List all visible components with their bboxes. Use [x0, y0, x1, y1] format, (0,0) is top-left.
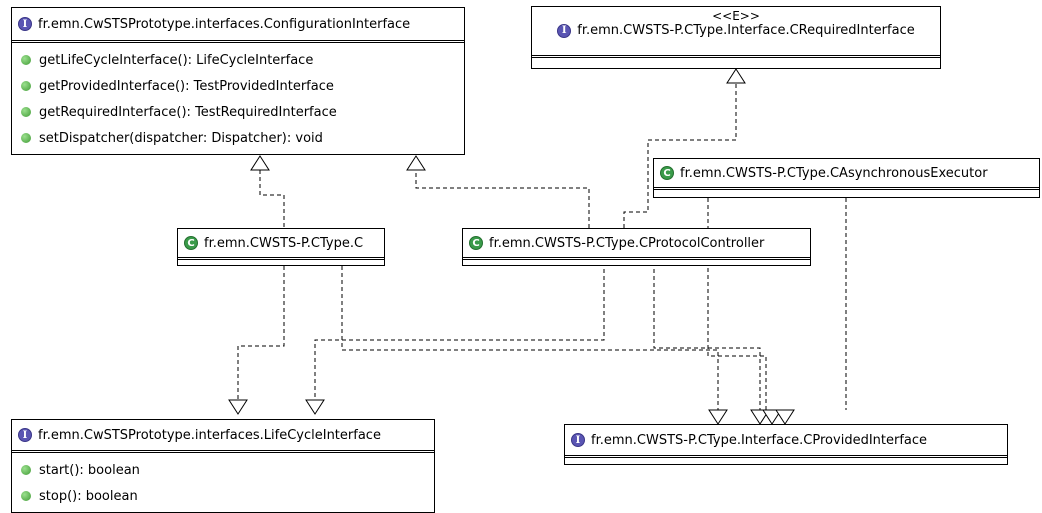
lifecycle-interface-header: I fr.emn.CwSTSPrototype.interfaces.LifeC…: [12, 420, 434, 453]
asynchronous-executor-box[interactable]: C fr.emn.CWSTS-P.CType.CAsynchronousExec…: [653, 158, 1040, 198]
lifecycle-interface-box[interactable]: I fr.emn.CwSTSPrototype.interfaces.LifeC…: [11, 419, 435, 513]
method-item[interactable]: getRequiredInterface(): TestRequiredInte…: [12, 99, 464, 125]
class-icon: C: [469, 236, 483, 250]
configuration-interface-box[interactable]: I fr.emn.CwSTSPrototype.interfaces.Confi…: [11, 7, 465, 155]
public-method-icon: [21, 491, 31, 501]
method-item[interactable]: stop(): boolean: [12, 483, 434, 509]
edge-protocolcontroller-to-lifecycle: [314, 262, 605, 400]
interface-icon: I: [18, 428, 32, 442]
provided-interface-title: fr.emn.CWSTS-P.CType.Interface.CProvided…: [591, 432, 928, 448]
edge-protocolcontroller-to-provided: [653, 262, 761, 410]
arrowhead-provided-3: [762, 409, 782, 425]
configuration-interface-title: fr.emn.CwSTSPrototype.interfaces.Configu…: [38, 16, 411, 32]
method-item[interactable]: start(): boolean: [12, 457, 434, 483]
lifecycle-interface-title: fr.emn.CwSTSPrototype.interfaces.LifeCyc…: [38, 427, 381, 443]
method-label: getLifeCycleInterface(): LifeCycleInterf…: [39, 52, 314, 68]
required-interface-title: fr.emn.CWSTS-P.CType.Interface.CRequired…: [577, 23, 915, 38]
method-item[interactable]: setDispatcher(dispatcher: Dispatcher): v…: [12, 125, 464, 151]
method-label: getProvidedInterface(): TestProvidedInte…: [39, 78, 334, 94]
class-icon: C: [184, 236, 198, 250]
ctype-c-title: fr.emn.CWSTS-P.CType.C: [204, 235, 364, 251]
protocol-controller-header: C fr.emn.CWSTS-P.CType.CProtocolControll…: [463, 229, 810, 260]
protocol-controller-title: fr.emn.CWSTS-P.CType.CProtocolController: [489, 235, 765, 251]
public-method-icon: [21, 465, 31, 475]
edge-protocolcontroller-to-configuration: [415, 170, 590, 228]
arrowhead-lifecycle-left: [228, 399, 248, 415]
arrowhead-configuration-left: [250, 155, 270, 171]
configuration-interface-methods: getLifeCycleInterface(): LifeCycleInterf…: [12, 43, 464, 151]
method-item[interactable]: getProvidedInterface(): TestProvidedInte…: [12, 73, 464, 99]
lifecycle-interface-methods: start(): boolean stop(): boolean: [12, 453, 434, 509]
public-method-icon: [21, 81, 31, 91]
public-method-icon: [21, 133, 31, 143]
provided-interface-header: I fr.emn.CWSTS-P.CType.Interface.CProvid…: [565, 425, 1007, 458]
edge-protocolcontroller-to-required: [623, 83, 737, 228]
arrowhead-provided-1: [708, 409, 728, 425]
arrowhead-provided-2: [750, 409, 770, 425]
class-icon: C: [660, 166, 674, 180]
stereotype-label: <<E>>: [712, 9, 760, 23]
method-label: getRequiredInterface(): TestRequiredInte…: [39, 104, 337, 120]
interface-icon: I: [557, 23, 572, 38]
method-label: start(): boolean: [39, 462, 140, 478]
arrowhead-lifecycle-right: [305, 399, 325, 415]
ctype-c-header: C fr.emn.CWSTS-P.CType.C: [178, 229, 384, 260]
provided-interface-box[interactable]: I fr.emn.CWSTS-P.CType.Interface.CProvid…: [564, 424, 1008, 465]
method-label: setDispatcher(dispatcher: Dispatcher): v…: [39, 130, 323, 146]
method-item[interactable]: getLifeCycleInterface(): LifeCycleInterf…: [12, 47, 464, 73]
arrowhead-provided-4: [775, 409, 795, 425]
method-label: stop(): boolean: [39, 488, 138, 504]
arrowhead-configuration-right: [406, 155, 426, 171]
protocol-controller-box[interactable]: C fr.emn.CWSTS-P.CType.CProtocolControll…: [462, 228, 811, 266]
edge-c-to-configuration: [259, 170, 285, 234]
public-method-icon: [21, 107, 31, 117]
asynchronous-executor-title: fr.emn.CWSTS-P.CType.CAsynchronousExecut…: [680, 165, 988, 181]
edge-c-to-provided: [341, 266, 719, 410]
edge-asyncexecutor-to-provided-a: [707, 198, 767, 410]
configuration-interface-header: I fr.emn.CwSTSPrototype.interfaces.Confi…: [12, 8, 464, 43]
edge-c-to-lifecycle: [237, 266, 285, 400]
arrowhead-required: [726, 68, 746, 84]
ctype-c-box[interactable]: C fr.emn.CWSTS-P.CType.C: [177, 228, 385, 266]
required-interface-header: <<E>> I fr.emn.CWSTS-P.CType.Interface.C…: [532, 7, 940, 58]
required-interface-box[interactable]: <<E>> I fr.emn.CWSTS-P.CType.Interface.C…: [531, 6, 941, 69]
asynchronous-executor-header: C fr.emn.CWSTS-P.CType.CAsynchronousExec…: [654, 159, 1039, 190]
interface-icon: I: [571, 433, 585, 447]
interface-icon: I: [18, 17, 32, 31]
public-method-icon: [21, 55, 31, 65]
